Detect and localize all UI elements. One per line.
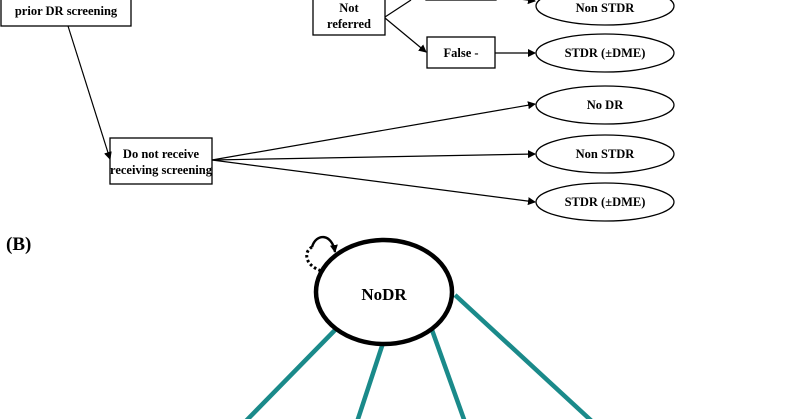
arrow-not-referred-to-false-negative xyxy=(384,17,427,53)
outcome-top-stdr-dme: STDR (±DME) xyxy=(535,33,675,73)
transition-line-4 xyxy=(453,293,593,419)
outcome-top-non-stdr-label: Non STDR xyxy=(576,1,636,15)
false-negative-node: False - xyxy=(426,36,496,69)
nodr-state-label: NoDR xyxy=(361,285,407,304)
false-negative-label: False - xyxy=(443,46,478,60)
transition-line-2 xyxy=(355,342,386,419)
not-referred-label-line1: Not xyxy=(339,1,359,15)
panel-b-label: (B) xyxy=(6,234,31,255)
outcome-non-stdr: Non STDR xyxy=(535,134,675,174)
not-referred-label-line2: referred xyxy=(327,17,371,31)
nodr-state-node: NoDR xyxy=(313,237,455,347)
outcome-non-stdr-label: Non STDR xyxy=(576,147,636,161)
do-not-receive-label-line1: Do not receive xyxy=(123,147,200,161)
arrow-do-not-receive-to-no-dr xyxy=(211,101,536,161)
outcome-top-non-stdr: Non STDR xyxy=(535,0,675,26)
self-loop-arrow xyxy=(310,235,338,253)
outcome-top-stdr-dme-label: STDR (±DME) xyxy=(565,46,646,60)
self-loop-dashed xyxy=(305,245,323,273)
outcome-stdr-dme: STDR (±DME) xyxy=(535,182,675,222)
panel-b: NoDR xyxy=(244,235,593,419)
not-referred-node: Not referred xyxy=(312,0,386,36)
arrow-true-negative-to-non-stdr xyxy=(522,0,536,5)
line-not-referred-to-true-negative xyxy=(384,0,412,18)
outcome-no-dr-label: No DR xyxy=(587,98,624,112)
transition-line-1 xyxy=(244,325,340,419)
arrow-do-not-receive-to-non-stdr xyxy=(211,150,536,161)
prior-dr-screening-node: prior DR screening xyxy=(0,0,132,27)
panel-a: prior DR screening Not referred False - … xyxy=(0,0,675,222)
arrow-prior-to-do-not-receive xyxy=(67,25,112,160)
outcome-stdr-dme-label: STDR (±DME) xyxy=(565,195,646,209)
arrow-do-not-receive-to-stdr xyxy=(211,159,536,206)
transition-line-3 xyxy=(429,329,467,419)
do-not-receive-label-line2: receiving screening xyxy=(110,163,213,177)
do-not-receive-node: Do not receive receiving screening xyxy=(109,137,213,185)
outcome-no-dr: No DR xyxy=(535,85,675,125)
prior-dr-screening-label: prior DR screening xyxy=(15,4,118,18)
